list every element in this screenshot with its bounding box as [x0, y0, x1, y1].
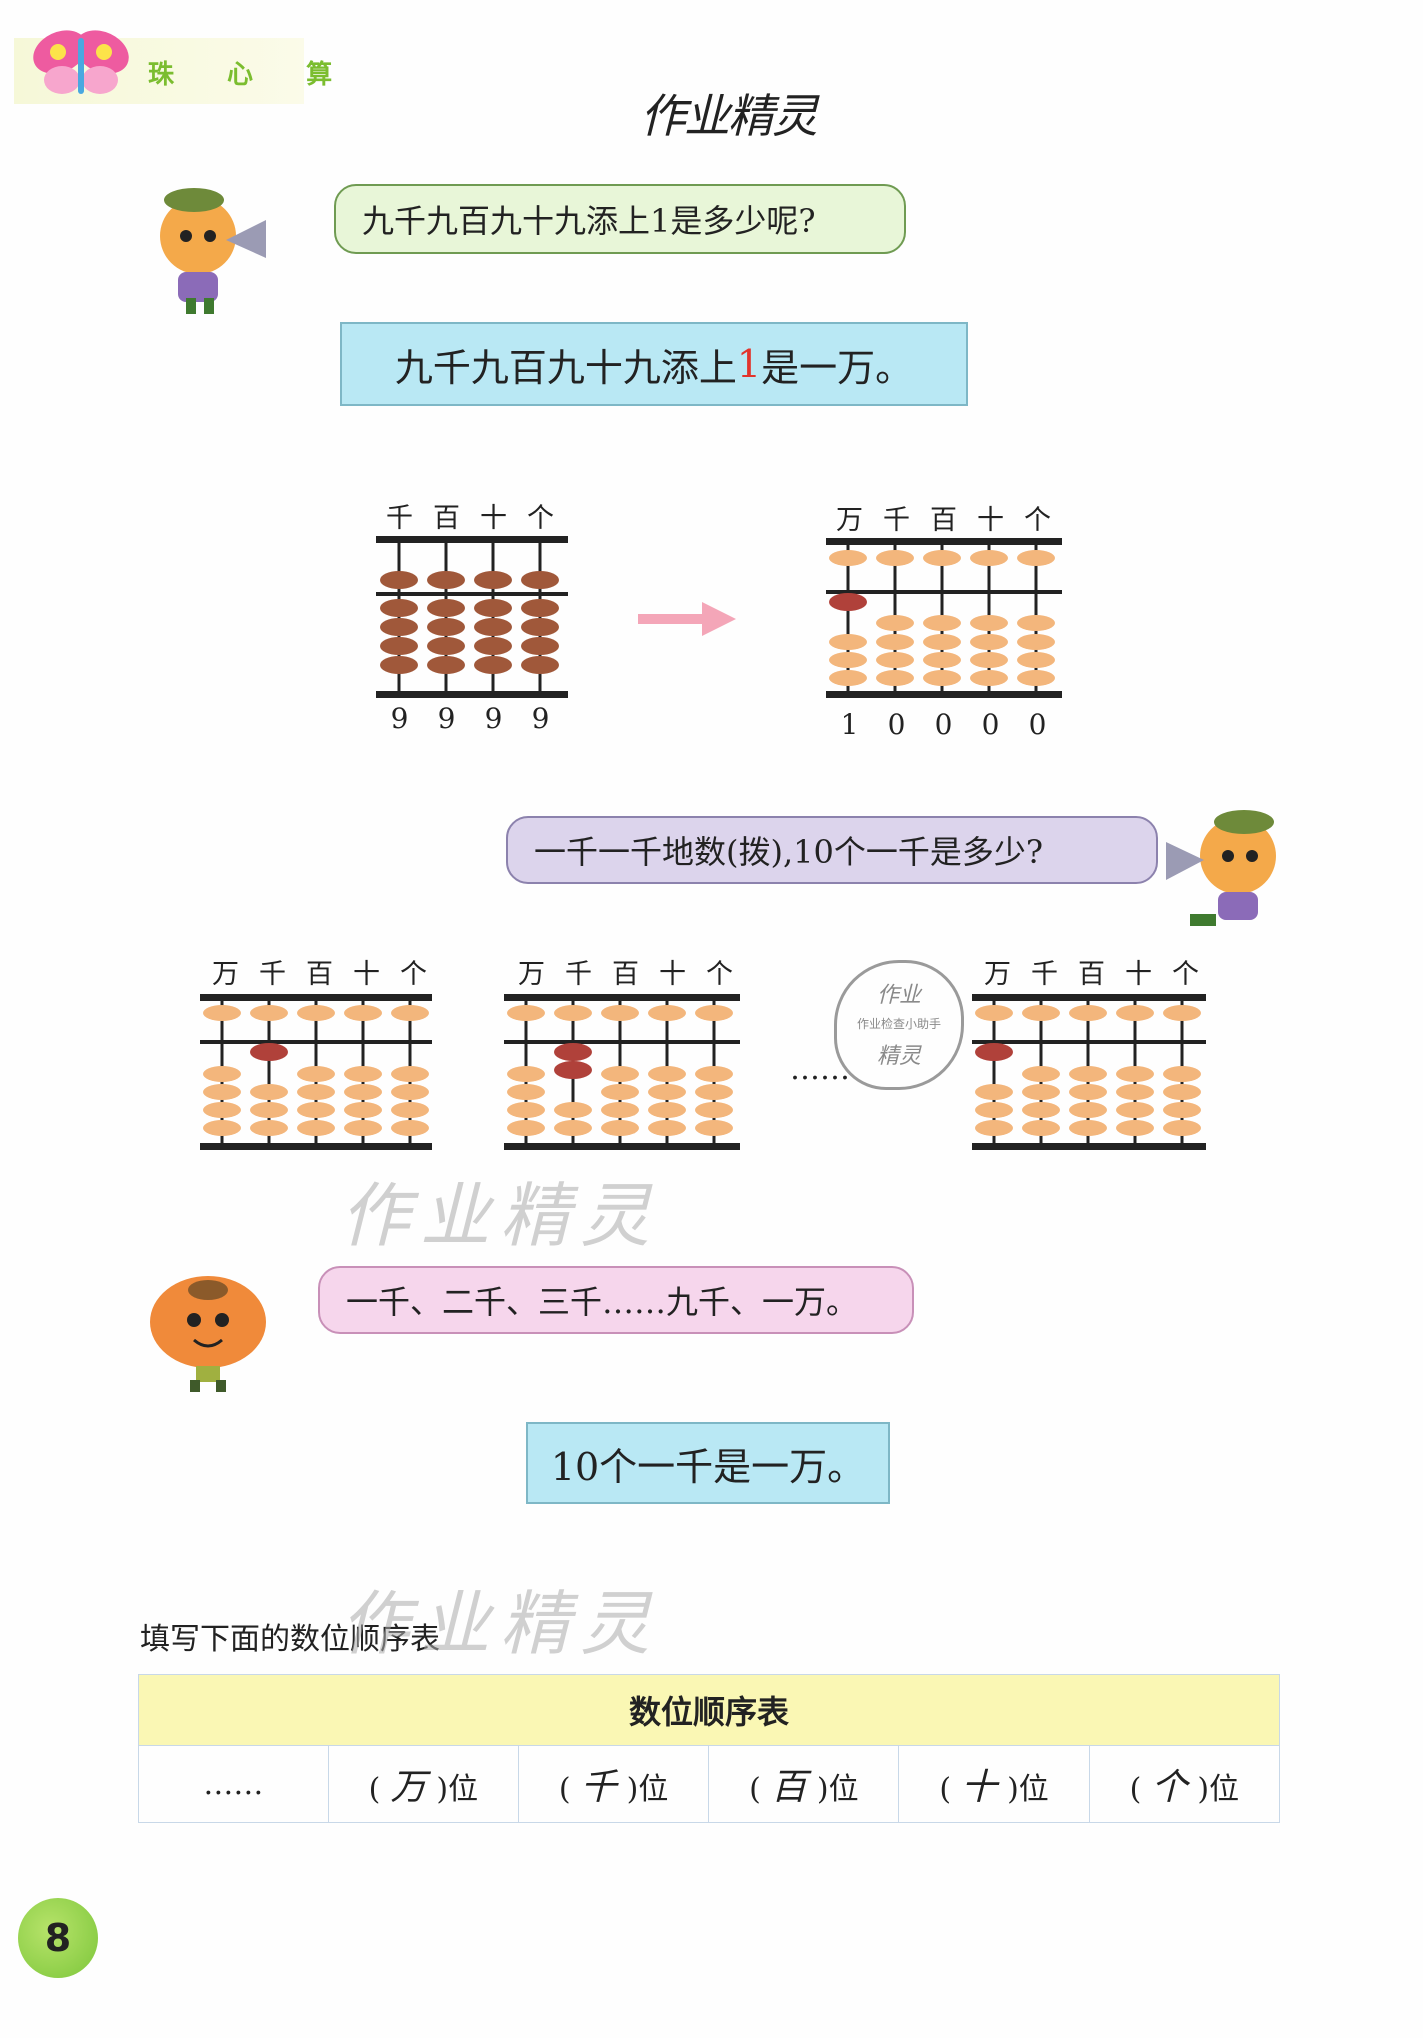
- place-label: 个: [1172, 959, 1199, 990]
- digit-label: 9: [437, 702, 456, 735]
- digit-label: 0: [1028, 708, 1047, 741]
- cell-suffix: 位: [828, 1772, 859, 1807]
- place-label: 个: [706, 959, 733, 990]
- table-cell-qian: (千)位: [517, 1745, 710, 1823]
- digit-label: 1: [840, 708, 859, 741]
- butterfly-icon: [33, 30, 129, 94]
- place-label: 千: [565, 959, 592, 990]
- cell-suffix: 位: [448, 1772, 479, 1807]
- abacus-9999: [376, 536, 568, 698]
- abacus-left-places: 千 百 十 个: [376, 496, 564, 535]
- mascot-megaphone-icon: [160, 188, 266, 314]
- abacus-left-digits: 9 9 9 9: [376, 702, 564, 735]
- handwritten-answer: 万: [390, 1767, 427, 1808]
- instruction-text: 填写下面的数位顺序表: [140, 1622, 440, 1657]
- place-label: 万: [518, 959, 545, 990]
- abacus-two-thousand: [504, 994, 740, 1150]
- handwritten-title: 作业精灵: [640, 89, 818, 143]
- place-label: 十: [659, 959, 686, 990]
- place-label: 个: [400, 959, 427, 990]
- digit-label: 0: [981, 708, 1000, 741]
- speech-bubble-sequence: 一千、二千、三千……九千、一万。: [318, 1266, 914, 1334]
- cell-suffix: 位: [1018, 1772, 1049, 1807]
- place-label: 万: [212, 959, 239, 990]
- right-arrow-icon: [638, 602, 736, 636]
- abacus-ten-thousand: [972, 994, 1206, 1150]
- table-cell-bai: (百)位: [708, 1745, 900, 1823]
- cell-suffix: 位: [638, 1772, 669, 1807]
- place-label: 百: [306, 959, 333, 990]
- callout-text-after: 是一万。: [761, 345, 914, 390]
- row-abacus-2-places: 万千百十个: [508, 952, 743, 991]
- digit-label: 0: [934, 708, 953, 741]
- table-cell-ellipsis: ……: [138, 1745, 329, 1823]
- stamp-line1: 作业: [876, 983, 921, 1008]
- place-label: 十: [353, 959, 380, 990]
- speech-bubble-question: 九千九百九十九添上1是多少呢?: [334, 184, 906, 254]
- place-label: 个: [1024, 505, 1051, 536]
- watermark-text: 作业精灵: [340, 1583, 660, 1665]
- place-label: 千: [386, 503, 413, 534]
- callout-text-red: 1: [736, 342, 762, 386]
- watermark-text: 作业精灵: [340, 1175, 660, 1257]
- place-label: 百: [433, 503, 460, 534]
- row-abacus-1-places: 万千百十个: [202, 952, 437, 991]
- mascot-round-icon: [150, 1276, 266, 1392]
- handwritten-answer: 千: [580, 1767, 617, 1808]
- handwritten-answer: 百: [770, 1767, 807, 1808]
- stamp-seal: 作业 作业检查小助手 精灵: [834, 960, 964, 1090]
- callout-ten-thousands: 10个一千是一万。: [526, 1422, 890, 1504]
- page-number: 8: [18, 1898, 98, 1978]
- place-label: 千: [259, 959, 286, 990]
- abacus-right-digits: 1 0 0 0 0: [826, 708, 1061, 741]
- mascot-megaphone-icon: [1166, 810, 1276, 926]
- place-label: 百: [1078, 959, 1105, 990]
- place-label: 千: [1031, 959, 1058, 990]
- callout-text-before: 九千九百九十九添上: [394, 345, 737, 390]
- stamp-line3: 精灵: [876, 1044, 921, 1069]
- abacus-one-thousand: [200, 994, 432, 1150]
- stamp-line2: 作业检查小助手: [856, 1017, 941, 1031]
- table-cell-ge: (个)位: [1088, 1745, 1281, 1823]
- place-label: 千: [883, 505, 910, 536]
- speech-bubble-count: 一千一千地数(拨),10个一千是多少?: [506, 816, 1158, 884]
- row-abacus-3-places: 万千百十个: [974, 952, 1209, 991]
- place-value-table: 数位顺序表 …… (万)位 (千)位 (百)位 (十)位 (个)位: [138, 1674, 1281, 1823]
- cell-suffix: 位: [1209, 1772, 1240, 1807]
- place-label: 十: [977, 505, 1004, 536]
- place-label: 百: [612, 959, 639, 990]
- handwritten-answer: 十: [961, 1767, 998, 1808]
- abacus-right-places: 万 千 百 十 个: [826, 498, 1061, 537]
- table-cell-shi: (十)位: [898, 1745, 1090, 1823]
- digit-label: 9: [531, 702, 550, 735]
- place-label: 万: [836, 505, 863, 536]
- place-label: 百: [930, 505, 957, 536]
- place-label: 十: [1125, 959, 1152, 990]
- digit-label: 9: [484, 702, 503, 735]
- table-cell-wan: (万)位: [327, 1745, 519, 1823]
- place-label: 个: [527, 503, 554, 534]
- abacus-10000: [826, 538, 1062, 698]
- digit-label: 9: [390, 702, 409, 735]
- header-label: 珠 心 算: [148, 60, 355, 90]
- table-title: 数位顺序表: [138, 1674, 1280, 1746]
- handwritten-answer: 个: [1151, 1767, 1188, 1808]
- digit-label: 0: [887, 708, 906, 741]
- place-label: 万: [984, 959, 1011, 990]
- place-label: 十: [480, 503, 507, 534]
